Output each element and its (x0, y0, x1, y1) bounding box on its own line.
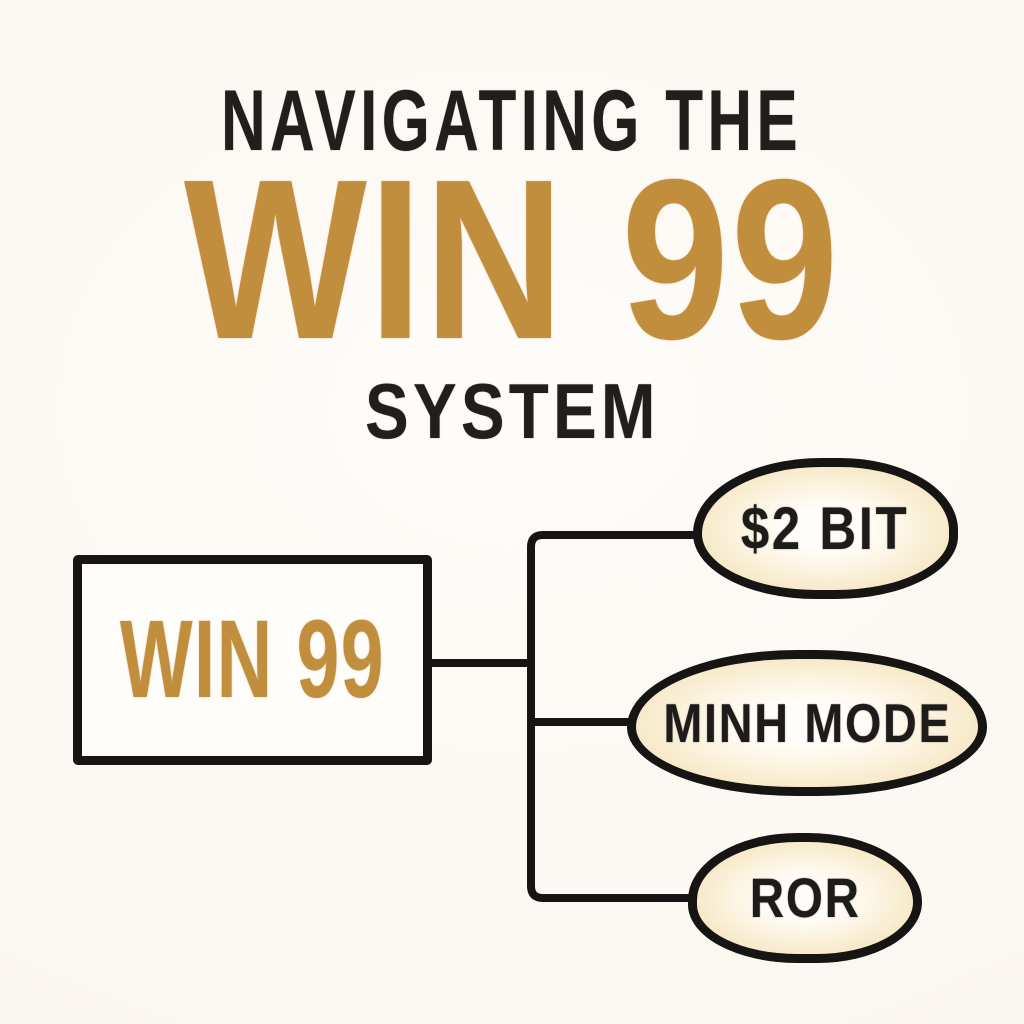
child-node-minh-mode: MINH MODE (627, 650, 987, 796)
child-node-2-dollar-bit: $2 BIT (693, 458, 958, 599)
title-line-bottom-text: SYSTEM (364, 367, 660, 455)
root-node-win99: WIN 99 (73, 555, 432, 765)
child-node-ror-label: ROR (749, 866, 861, 929)
title-line-top-text: NAVIGATING THE (221, 73, 803, 169)
child-node-minh-mode-label: MINH MODE (662, 691, 951, 754)
title-line-bottom: SYSTEM (0, 372, 1024, 450)
child-node-ror: ROR (688, 833, 922, 963)
title-line-top: NAVIGATING THE (0, 78, 1024, 164)
child-node-2-dollar-bit-label: $2 BIT (741, 494, 910, 562)
title-line-main-text: WIN 99 (183, 133, 841, 387)
title-line-main: WIN 99 (0, 146, 1024, 374)
root-node-label: WIN 99 (119, 598, 386, 721)
